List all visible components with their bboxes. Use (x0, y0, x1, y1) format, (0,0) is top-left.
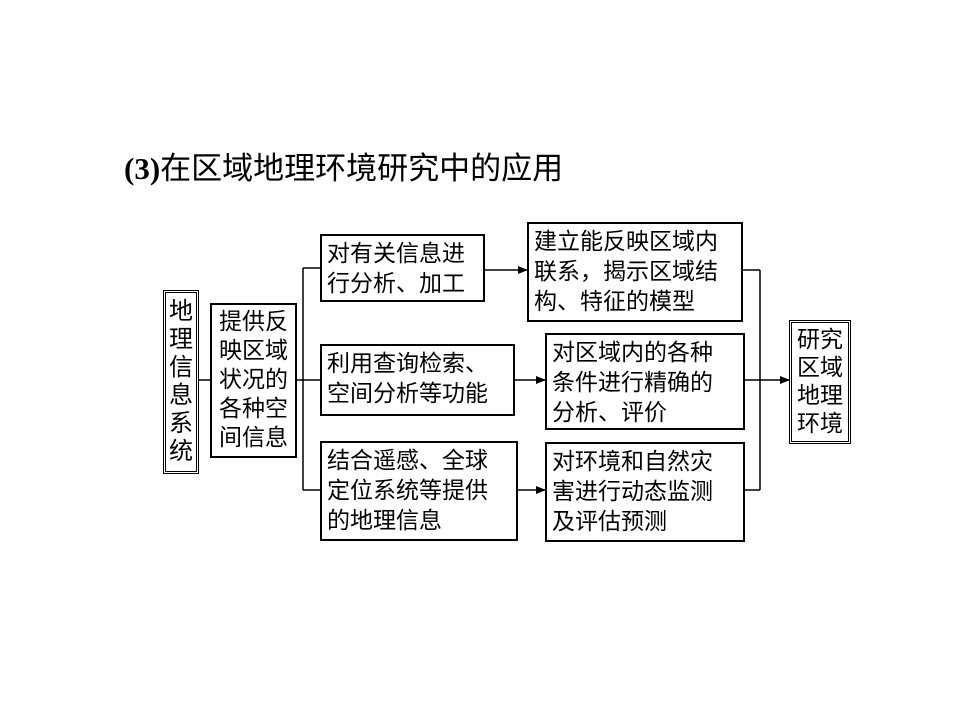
section-title: (3)在区域地理环境研究中的应用 (124, 150, 563, 188)
gis-box: 地 理 信 息 系 统 (163, 290, 199, 474)
provide-info-box: 提供反 映区域 状况的 各种空 间信息 (210, 303, 297, 458)
process-box: 对有关信息进 行分析、加工 (320, 234, 485, 302)
query-box: 利用查询检索、 空间分析等功能 (320, 344, 515, 416)
analyze-box: 对区域内的各种 条件进行精确的 分析、评价 (545, 333, 745, 430)
model-box: 建立能反映区域内 联系，揭示区域结 构、特征的模型 (527, 222, 743, 322)
section-title-text: 在区域地理环境研究中的应用 (160, 151, 564, 187)
section-number: (3) (124, 151, 161, 186)
combine-box: 结合遥感、全球 定位系统等提供 的地理信息 (320, 441, 518, 541)
monitor-box: 对环境和自然灾 害进行动态监测 及评估预测 (545, 442, 745, 542)
research-box: 研究 区域 地理 环境 (789, 320, 851, 444)
